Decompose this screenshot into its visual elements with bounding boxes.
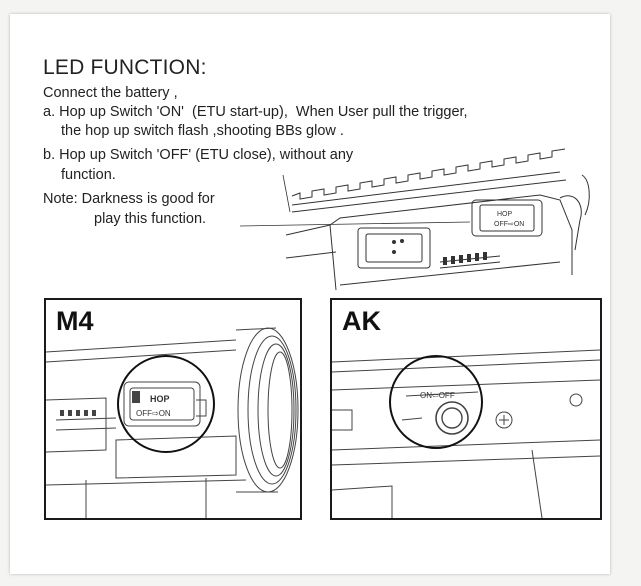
connect-battery-line: Connect the battery , [43,85,178,101]
m4-switch-brand: HOP [150,394,170,404]
m4-panel: HOP OFF⇨ON M4 [44,298,302,520]
ak-panel: ON⇦OFF AK [330,298,602,520]
ak-illustration: ON⇦OFF [332,349,600,518]
item-b-line-1: b. Hop up Switch 'OFF' (ETU close), with… [43,147,354,163]
m4-illustration: HOP OFF⇨ON [46,327,299,518]
page-title: LED FUNCTION: [43,56,207,79]
item-a-line-2: the hop up switch flash ,shooting BBs gl… [61,123,344,139]
note-line-1: Note: Darkness is good for [43,191,215,207]
item-b-line-2: function. [61,167,116,183]
top-switch-brand: HOP [497,211,513,218]
ak-switch-text: ON⇦OFF [420,391,455,400]
note-line-2: play this function. [94,211,207,227]
ak-label: AK [342,306,381,336]
m4-switch-text: OFF⇨ON [136,409,171,418]
m4-label: M4 [56,306,94,336]
item-a-line-1: a. Hop up Switch 'ON' (ETU start-up), Wh… [43,104,468,120]
rifle-top-illustration: HOP OFF⇨ON [239,148,590,291]
top-switch-text: OFF⇨ON [494,221,524,228]
